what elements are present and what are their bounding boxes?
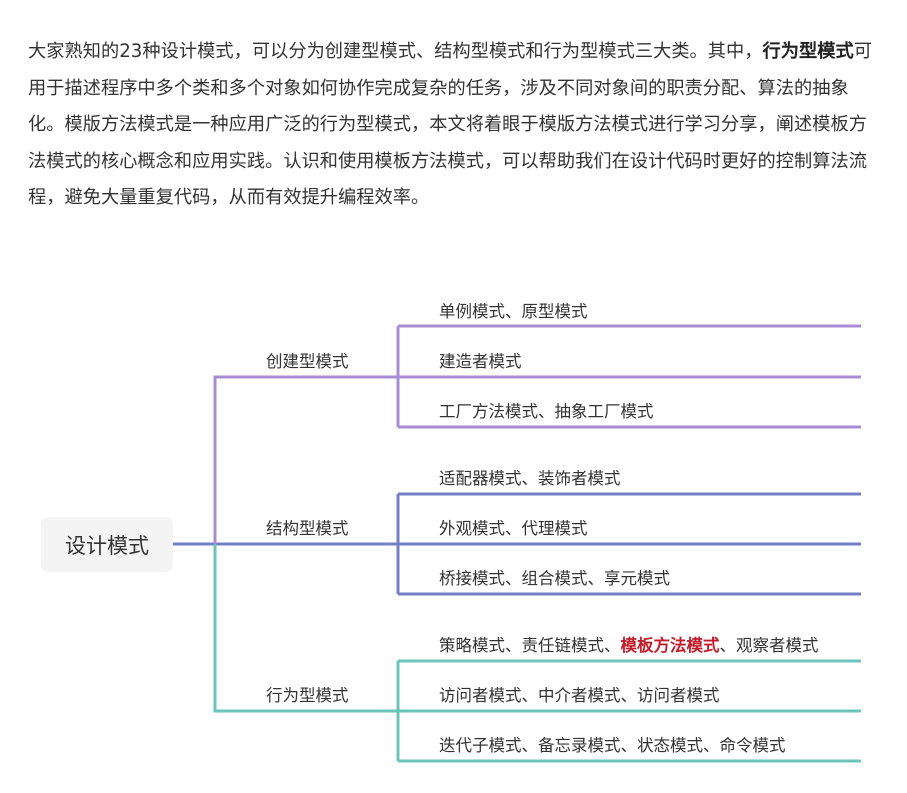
- leaf-creational-2: 建造者模式: [439, 352, 522, 371]
- category-structural: 结构型模式: [266, 519, 349, 538]
- leaf-behavioral-1-post: 、观察者模式: [719, 636, 819, 655]
- behavioral-branch-line: [213, 544, 398, 713]
- leaf-behavioral-1-pre: 策略模式、责任链模式、: [439, 636, 621, 655]
- category-creational: 创建型模式: [266, 352, 349, 371]
- intro-text-1: 大家熟知的23种设计模式，可以分为创建型模式、结构型模式和行为型模式三大类。其中…: [28, 41, 763, 62]
- intro-paragraph: 大家熟知的23种设计模式，可以分为创建型模式、结构型模式和行为型模式三大类。其中…: [28, 34, 880, 217]
- intro-text-2: 可用于描述程序中多个类和多个对象如何协作完成复杂的任务，涉及不同对象间的职责分配…: [28, 41, 872, 208]
- leaf-structural-1: 适配器模式、装饰者模式: [439, 469, 621, 488]
- intro-bold-term: 行为型模式: [762, 41, 854, 62]
- leaf-behavioral-2: 访问者模式、中介者模式、访问者模式: [439, 686, 720, 705]
- creational-branch-line: [213, 375, 398, 544]
- leaf-creational-1: 单例模式、原型模式: [439, 302, 588, 321]
- leaf-structural-2: 外观模式、代理模式: [439, 519, 588, 538]
- category-behavioral: 行为型模式: [266, 686, 349, 705]
- leaf-behavioral-1-highlight: 模板方法模式: [620, 636, 720, 655]
- leaf-structural-3: 桥接模式、组合模式、享元模式: [439, 569, 670, 588]
- leaf-behavioral-3: 迭代子模式、备忘录模式、状态模式、命令模式: [439, 736, 786, 755]
- leaf-behavioral-1: 策略模式、责任链模式、模板方法模式、观察者模式: [439, 632, 819, 656]
- mindmap-root-node: 设计模式: [41, 517, 173, 572]
- leaf-creational-3: 工厂方法模式、抽象工厂模式: [439, 402, 654, 421]
